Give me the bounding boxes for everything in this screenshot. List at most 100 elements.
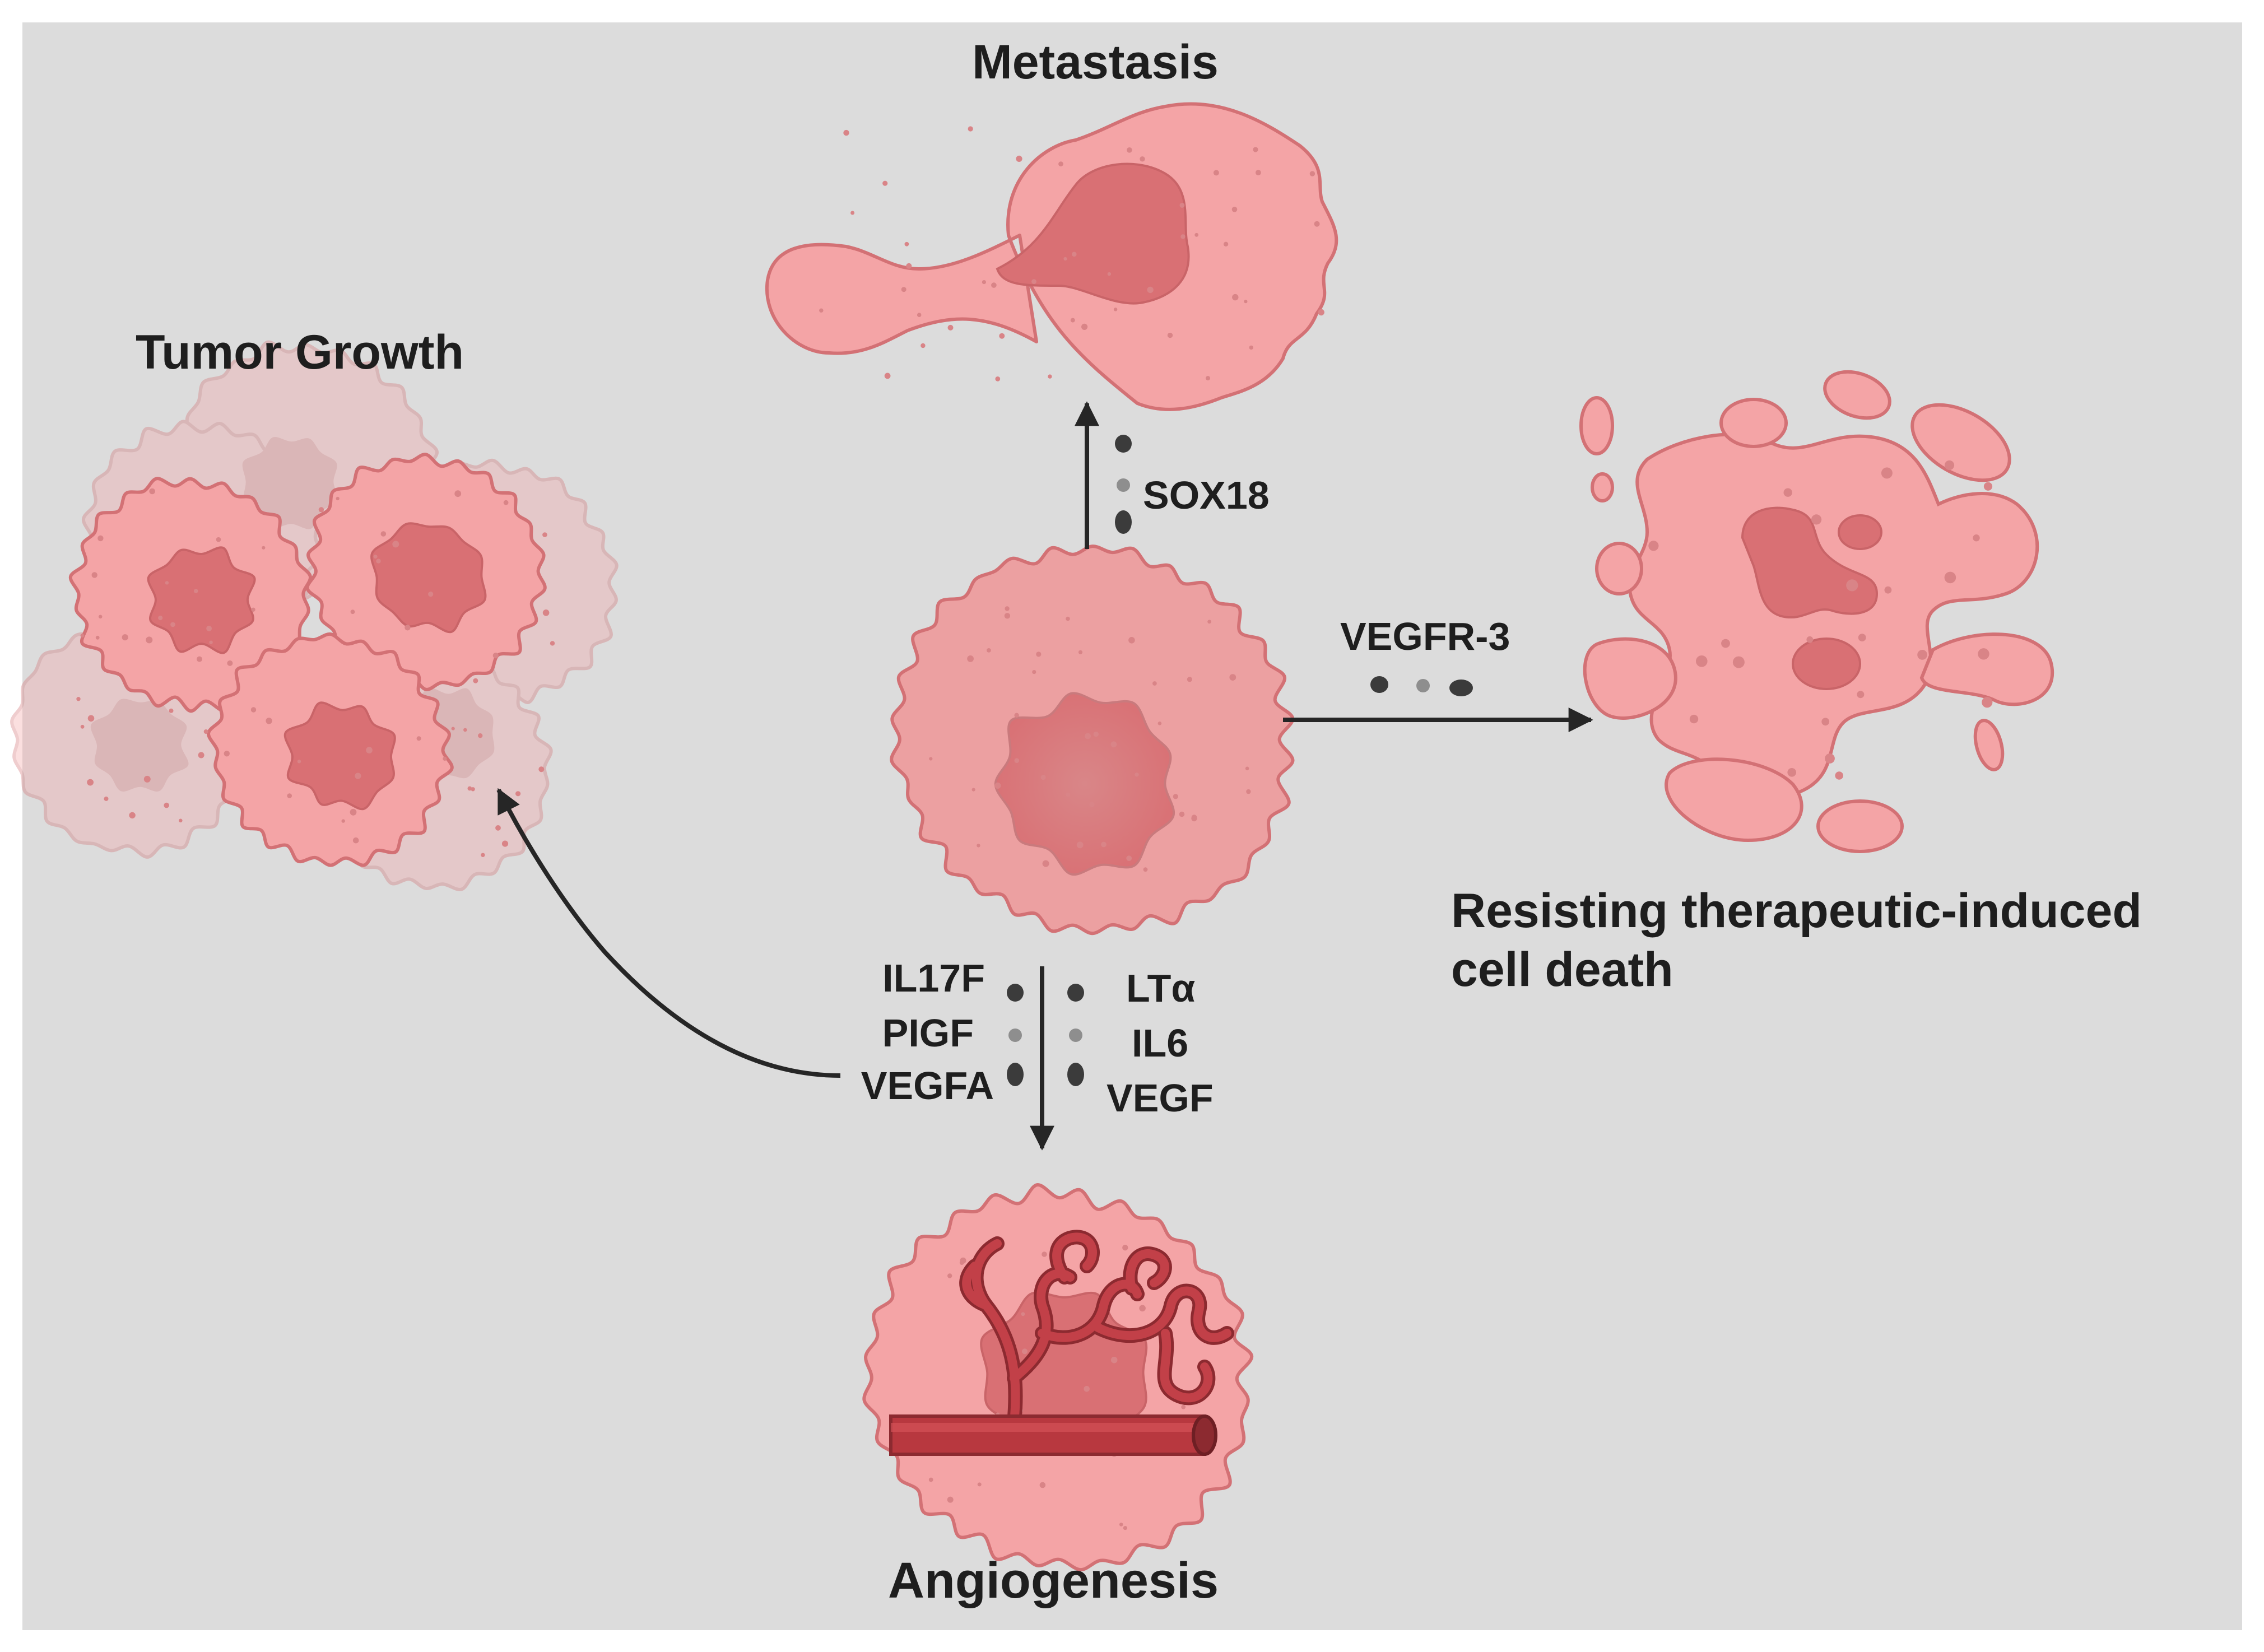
cytoplasm-speckle (350, 808, 357, 816)
cytoplasm-speckle (1042, 860, 1049, 867)
cytoplasm-speckle (1846, 579, 1858, 592)
cytoplasm-speckle (1110, 741, 1117, 748)
cytoplasm-speckle (1881, 467, 1893, 479)
cytoplasm-speckle (1031, 279, 1036, 284)
cytoplasm-speckle (1040, 775, 1046, 780)
cytoplasm-speckle (1066, 792, 1071, 797)
cytoplasm-speckle (928, 1477, 933, 1482)
cytoplasm-speckle (1944, 460, 1955, 471)
cytoplasm-speckle (542, 532, 547, 537)
factor-sox18: SOX18 (1143, 473, 1270, 517)
cytoplasm-speckle (80, 724, 85, 729)
cytoplasm-speckle (224, 751, 230, 757)
cytoplasm-speckle (1147, 286, 1154, 294)
cytoplasm-speckle (843, 129, 849, 136)
cytoplasm-speckle (515, 791, 521, 797)
cytoplasm-speckle (451, 727, 455, 730)
cytoplasm-speckle (977, 844, 980, 848)
apoptotic-body (1910, 403, 2011, 482)
cytoplasm-speckle (91, 572, 97, 578)
cytoplasm-speckle (1246, 789, 1251, 794)
cytoplasm-speckle (967, 655, 974, 662)
apoptotic-body (1719, 398, 1788, 448)
cytoplasm-speckle (198, 752, 204, 758)
cytoplasm-speckle (416, 736, 421, 741)
cytoplasm-speckle (392, 541, 399, 548)
cytoplasm-speckle (1014, 758, 1020, 763)
cytoplasm-speckle (1084, 1386, 1090, 1392)
cytoplasm-speckle (1314, 221, 1320, 227)
cytoplasm-speckle (1042, 1251, 1047, 1257)
cytoplasm-speckle (1787, 768, 1796, 777)
cytoplasm-speckle (350, 609, 355, 615)
cytoplasm-speckle (542, 609, 550, 616)
cytoplasm-speckle (318, 507, 324, 513)
cytoplasm-speckle (149, 488, 156, 495)
cytoplasm-speckle (495, 825, 501, 831)
cytoplasm-speckle (179, 818, 183, 823)
factor-il6: IL6 (1132, 1021, 1188, 1065)
angiogenesis-title: Angiogenesis (888, 1553, 1219, 1609)
factor-vegfr3: VEGFR-3 (1340, 615, 1510, 658)
cytoplasm-speckle (1821, 718, 1830, 726)
faded-nucleus (242, 436, 338, 529)
apoptotic-cell-body (1628, 432, 2039, 800)
cytoplasm-speckle (355, 773, 361, 779)
cytoplasm-speckle (1835, 771, 1843, 780)
tumor-growth-cluster-icon (10, 340, 619, 891)
cytoplasm-speckle (1140, 156, 1145, 162)
cytoplasm-speckle (1806, 636, 1814, 643)
cytoplasm-speckle (1022, 1348, 1028, 1355)
cytoplasm-speckle (1978, 648, 1989, 660)
cytoplasm-speckle (1101, 841, 1107, 848)
sprouting-vessel-network (959, 1230, 1234, 1430)
cytoplasm-speckle (1181, 1404, 1186, 1409)
cytoplasm-speckle (1081, 323, 1088, 331)
cytoplasm-speckle (1256, 170, 1261, 175)
cytoplasm-speckle (1152, 681, 1157, 686)
cytoplasm-speckle (1231, 207, 1238, 212)
cytoplasm-speckle (947, 1273, 952, 1278)
apoptotic-body (1595, 542, 1643, 595)
cytoplasm-speckle (959, 1260, 964, 1265)
angiogenesis-right-molecules-icon (1067, 984, 1084, 1086)
cytoplasm-speckle (1245, 766, 1249, 771)
cytoplasm-speckle (971, 788, 975, 792)
cytoplasm-speckle (1032, 670, 1036, 674)
cytoplasm-speckle (287, 793, 292, 798)
factor-vegfa: VEGFA (861, 1064, 994, 1107)
cytoplasm-speckle (251, 607, 255, 612)
cytoplasm-speckle (158, 615, 163, 621)
apoptotic-body (1583, 637, 1677, 720)
cytoplasm-speckle (373, 555, 378, 559)
cytoplasm-speckle (1191, 815, 1197, 821)
cytoplasm-speckle (1249, 345, 1253, 350)
apoptotic-body (1579, 396, 1614, 455)
cytoplasm-speckle (1157, 722, 1162, 725)
apoptotic-nucleus-fragment (1838, 514, 1882, 550)
apoptotic-body (1823, 370, 1891, 420)
cytoplasm-speckle (1126, 855, 1132, 862)
cytoplasm-speckle (1732, 656, 1745, 668)
cytoplasm-speckle (1180, 234, 1186, 239)
cytoplasm-speckle (1078, 650, 1083, 654)
metastasis-title: Metastasis (972, 35, 1219, 89)
resisting-title-line1: Resisting therapeutic-induced (1451, 884, 2142, 938)
cytoplasm-speckle (297, 760, 301, 764)
cytoplasm-speckle (917, 313, 922, 317)
cytoplasm-speckle (999, 333, 1005, 339)
cytoplasm-speckle (492, 653, 499, 659)
cytoplasm-speckle (376, 559, 381, 564)
cytoplasm-speckle (266, 718, 272, 724)
cytoplasm-speckle (901, 287, 906, 292)
cytoplasm-speckle (146, 636, 153, 644)
cytoplasm-speckle (1128, 637, 1135, 644)
cytoplasm-speckle (968, 126, 973, 132)
cytoplasm-speckle (1173, 794, 1178, 799)
arrow-to-tumor-growth (496, 788, 841, 1078)
cytoplasm-speckle (1093, 732, 1099, 737)
resisting-title-line2: cell death (1451, 943, 1673, 997)
cytoplasm-speckle (1016, 155, 1022, 162)
cytoplasm-speckle (76, 697, 81, 701)
cytoplasm-speckle (1944, 571, 1956, 584)
